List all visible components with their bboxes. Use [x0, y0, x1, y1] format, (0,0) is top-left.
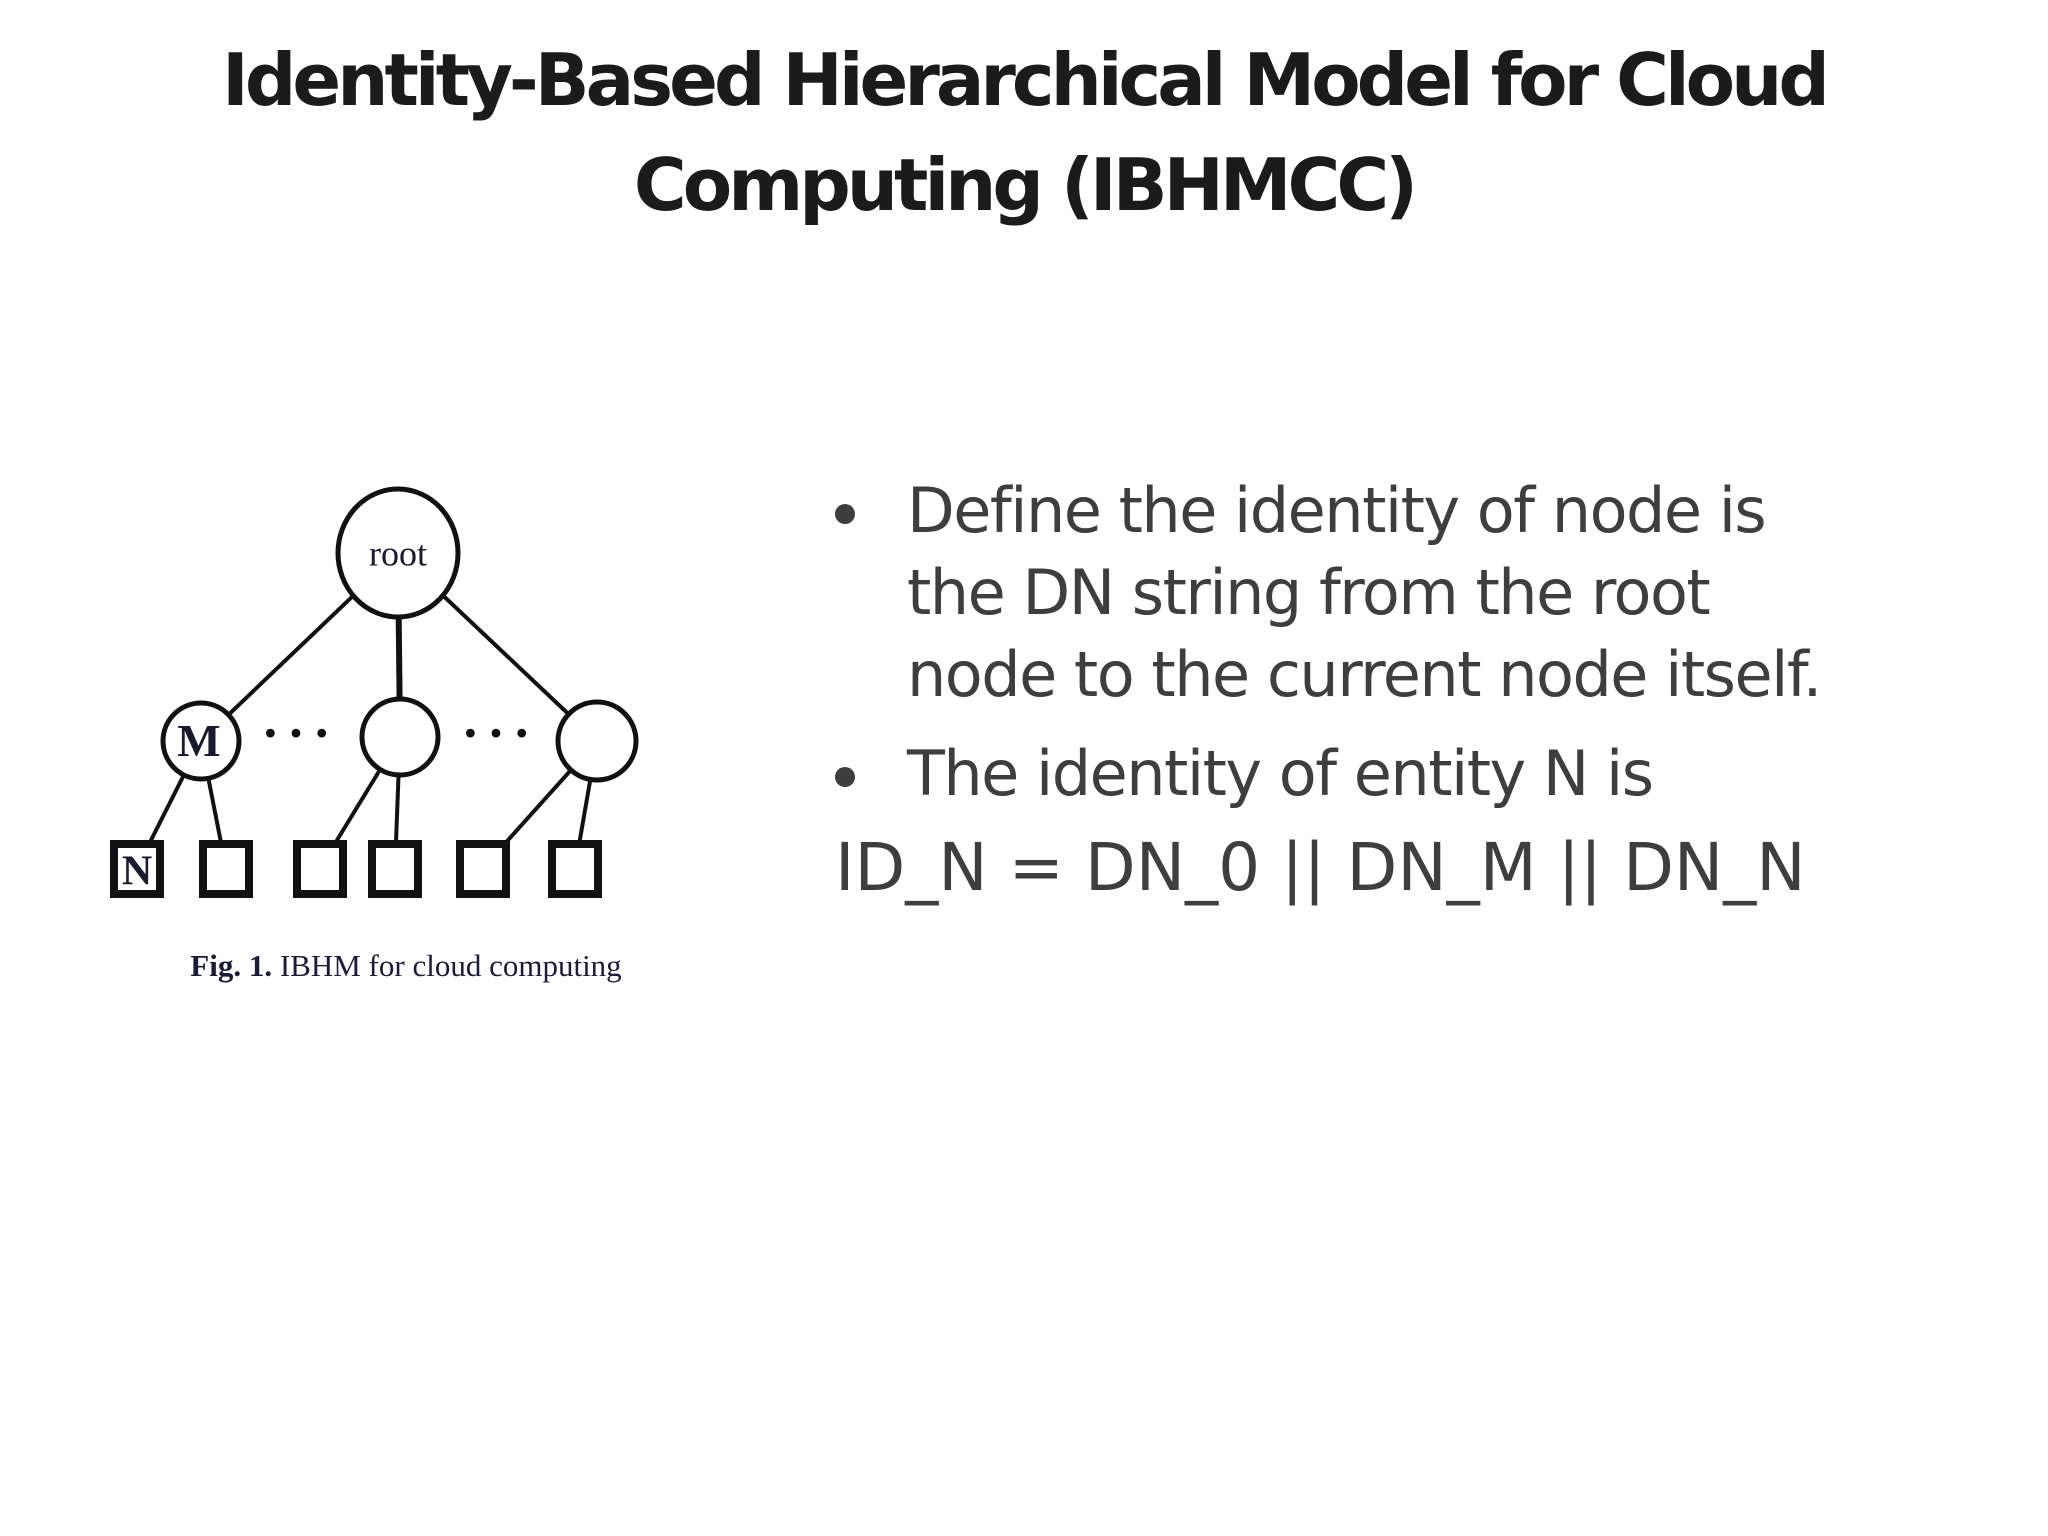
slide-title: Identity-Based Hierarchical Model for Cl… [0, 28, 2048, 238]
bullet-1-text: Define the identity of node is the DN st… [907, 470, 1822, 716]
leaf-square-3 [293, 840, 347, 898]
figure-caption-number: Fig. 1. [190, 948, 273, 983]
root-node-circle [335, 486, 461, 620]
bullet-dot-icon [835, 504, 855, 524]
ellipsis-left: ••• [261, 718, 338, 753]
bullet-item-2: The identity of entity N is [835, 733, 1985, 815]
ellipsis-right: ••• [461, 718, 538, 753]
identity-formula: ID_N = DN_0 || DN_M || DN_N [835, 829, 1806, 906]
title-line-1: Identity-Based Hierarchical Model for Cl… [222, 38, 1830, 122]
m-node-circle [160, 700, 242, 782]
mid-node-circle [359, 696, 441, 778]
bullet-2-text: The identity of entity N is [907, 733, 1654, 815]
bullet-item-1: Define the identity of node is the DN st… [835, 470, 1985, 716]
right-node-circle [555, 699, 639, 783]
bullet-1-line-1: Define the identity of node is [907, 474, 1767, 547]
leaf-squares [110, 840, 602, 898]
bullet-1-line-3: node to the current node itself. [907, 638, 1822, 711]
n-leaf-label: N [122, 849, 152, 895]
leaf-square-2 [199, 840, 253, 898]
leaf-square-5 [456, 840, 510, 898]
bullet-1-line-2: the DN string from the root [907, 556, 1711, 629]
figure-ibhm: root M N ••• ••• Fig. 1. IBHM for cloud … [96, 478, 716, 984]
leaf-square-n [110, 840, 164, 898]
root-node-label: root [369, 534, 427, 574]
title-line-2: Computing (IBHMCC) [633, 143, 1418, 227]
leaf-square-6 [548, 840, 602, 898]
figure-caption-text: IBHM for cloud computing [272, 948, 622, 983]
m-node-label: M [177, 715, 220, 766]
bullet-dot-icon [835, 767, 855, 787]
figure-caption: Fig. 1. IBHM for cloud computing [96, 948, 716, 984]
leaf-square-4 [368, 840, 422, 898]
bullet-2-line-1: The identity of entity N is [907, 737, 1654, 810]
bullet-list: Define the identity of node is the DN st… [835, 470, 1985, 909]
tree-diagram: root M N ••• ••• [110, 486, 639, 898]
